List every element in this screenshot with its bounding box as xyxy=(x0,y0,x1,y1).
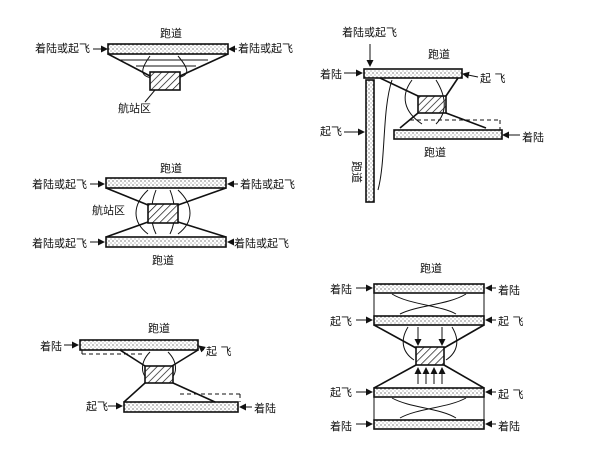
landing-or-takeoff-label: 着陆或起飞 xyxy=(32,236,87,250)
runway xyxy=(107,43,229,55)
runway-1 xyxy=(373,283,485,294)
landing-label: 着陆 xyxy=(40,339,62,353)
layout-l-shaped-runways: 着陆或起飞 跑道 着陆 起 飞 跑道 起飞 着陆 跑道 xyxy=(320,25,544,203)
layout-single-runway: 跑道 着陆或起飞 着陆或起飞 航站区 xyxy=(35,26,293,115)
runway-takeoff xyxy=(123,401,239,413)
terminal-area xyxy=(415,346,445,366)
landing-or-takeoff-label: 着陆或起飞 xyxy=(342,25,397,39)
runway-label-vertical: 跑道 xyxy=(350,161,364,183)
runway-vertical xyxy=(365,79,375,203)
takeoff-label: 起 飞 xyxy=(498,388,524,401)
landing-label: 着陆 xyxy=(330,282,352,296)
landing-label: 着陆 xyxy=(330,419,352,433)
runway-4 xyxy=(373,419,485,430)
landing-or-takeoff-label: 着陆或起飞 xyxy=(234,236,289,250)
landing-label: 着陆 xyxy=(498,419,520,433)
layout-parallel-runways: 跑道 着陆或起飞 着陆或起飞 航站区 着陆或起飞 着陆或起飞 跑道 xyxy=(32,161,295,267)
runway-label: 跑道 xyxy=(428,47,450,61)
layout-four-parallel-runways: 跑道 着陆 着陆 起飞 起 飞 起飞 起 飞 xyxy=(330,261,524,433)
takeoff-label: 起飞 xyxy=(330,386,352,399)
runway-bottom xyxy=(393,129,503,140)
landing-or-takeoff-label: 着陆或起飞 xyxy=(32,177,87,191)
runway-label: 跑道 xyxy=(148,321,170,335)
runway-label: 跑道 xyxy=(160,161,182,175)
terminal-area xyxy=(149,71,181,91)
runway-3 xyxy=(373,387,485,398)
runway-label: 跑道 xyxy=(424,145,446,159)
takeoff-label: 起飞 xyxy=(330,315,352,328)
landing-or-takeoff-label-left: 着陆或起飞 xyxy=(35,41,90,55)
landing-label: 着陆 xyxy=(254,401,276,415)
runway-label: 跑道 xyxy=(420,261,442,275)
terminal-label: 航站区 xyxy=(92,203,125,217)
runway-label: 跑道 xyxy=(160,26,182,40)
runway-upper xyxy=(105,177,227,189)
landing-or-takeoff-label-right: 着陆或起飞 xyxy=(238,41,293,55)
runway-top xyxy=(363,68,463,79)
terminal-area xyxy=(147,203,179,224)
runway-label: 跑道 xyxy=(152,253,174,267)
takeoff-label: 起飞 xyxy=(320,125,342,138)
landing-or-takeoff-label: 着陆或起飞 xyxy=(240,177,295,191)
takeoff-label: 起 飞 xyxy=(498,315,524,328)
takeoff-label: 起飞 xyxy=(86,400,108,413)
runway-2 xyxy=(373,315,485,326)
terminal-label: 航站区 xyxy=(118,101,151,115)
terminal-area xyxy=(417,95,447,114)
layout-staggered-runways: 跑道 着陆 起 飞 起飞 着陆 xyxy=(40,321,276,415)
terminal-area xyxy=(144,365,174,384)
landing-label: 着陆 xyxy=(498,283,520,297)
landing-label: 着陆 xyxy=(320,67,342,81)
landing-label: 着陆 xyxy=(522,130,544,144)
takeoff-label: 起 飞 xyxy=(206,345,232,358)
runway-lower xyxy=(105,236,227,248)
takeoff-label: 起 飞 xyxy=(480,72,506,85)
runway-landing xyxy=(79,339,199,351)
